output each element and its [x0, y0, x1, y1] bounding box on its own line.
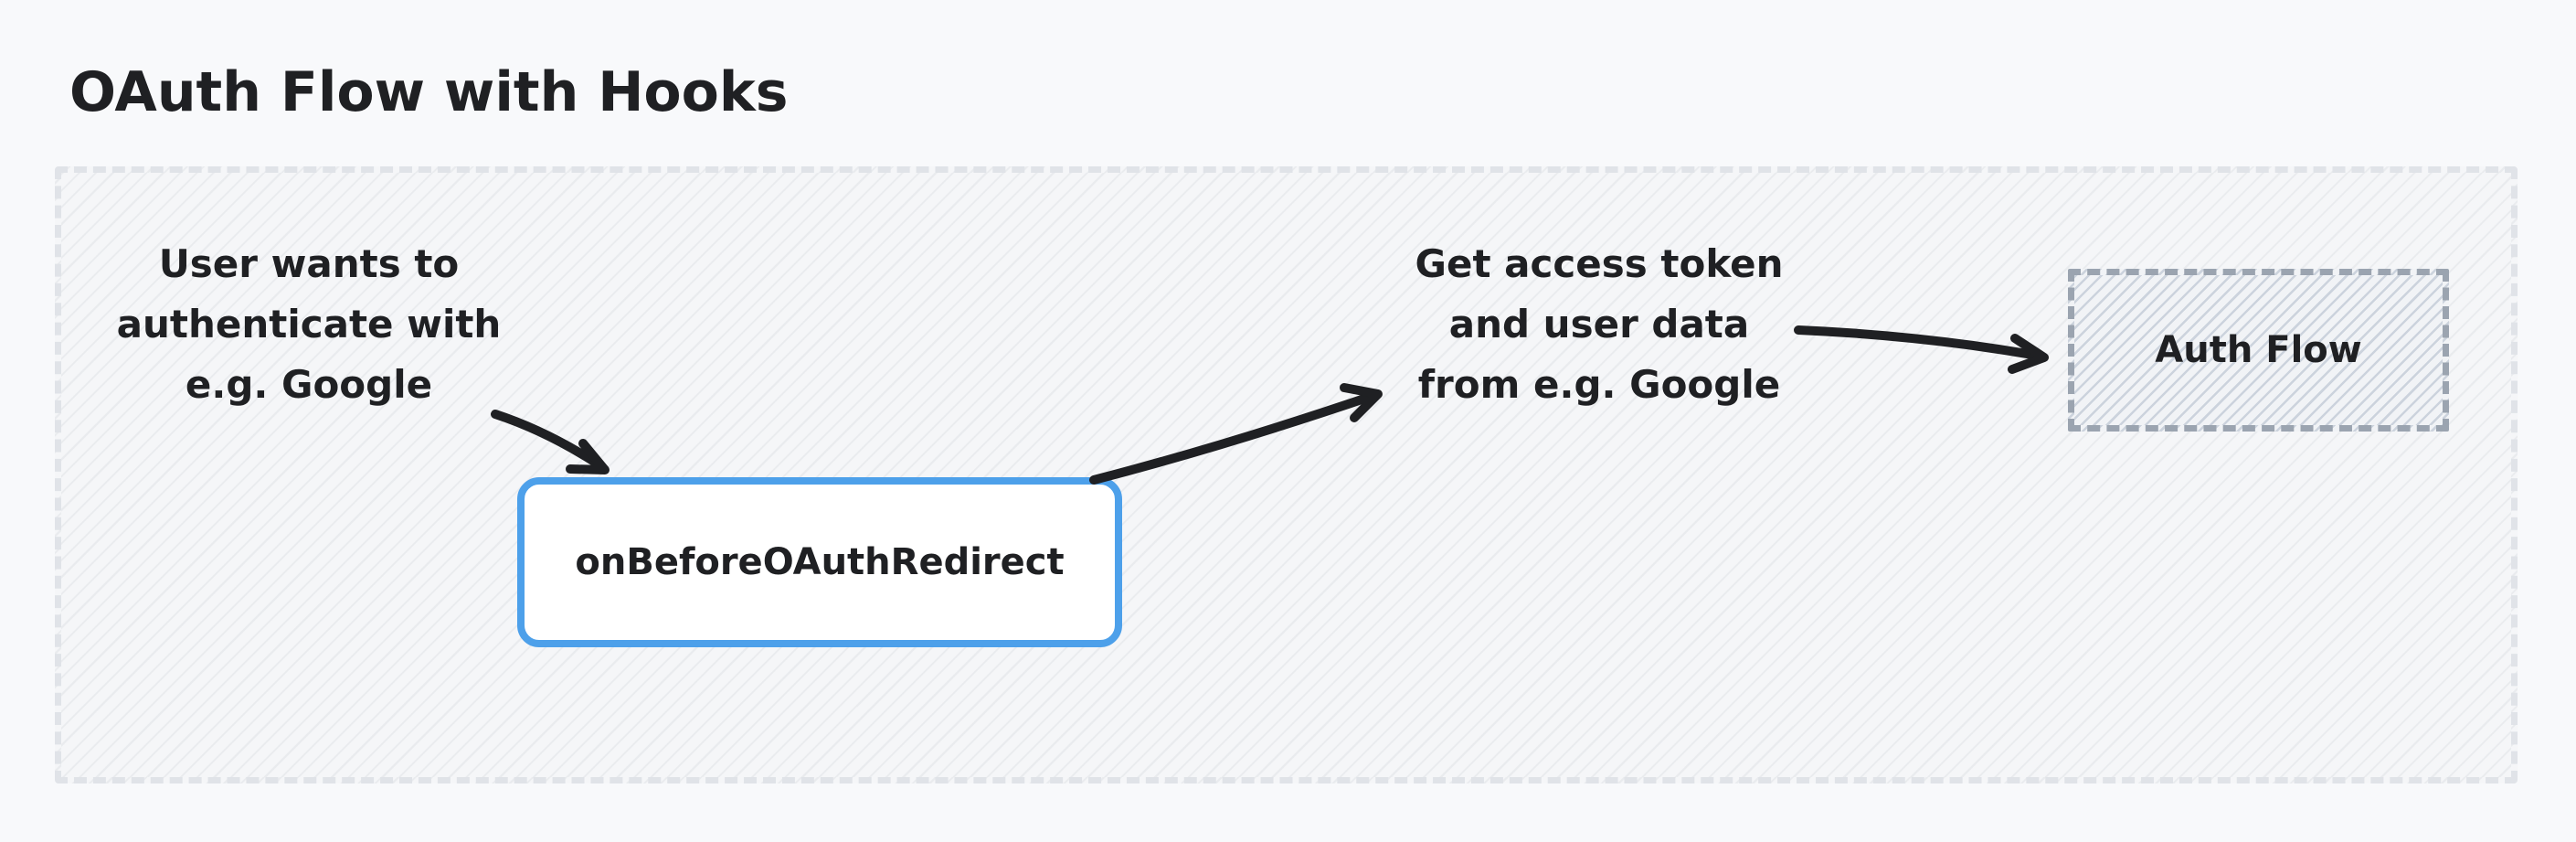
note-user-authenticate: User wants to authenticate with e.g. Goo… [35, 234, 583, 415]
note-line: and user data [1448, 302, 1750, 346]
node-label: Auth Flow [2155, 329, 2362, 371]
note-get-access-token: Get access token and user data from e.g.… [1325, 234, 1873, 415]
node-label: onBeforeOAuthRedirect [575, 541, 1065, 583]
note-line: e.g. Google [185, 362, 433, 407]
node-auth-flow: Auth Flow [2068, 269, 2449, 432]
diagram-title: OAuth Flow with Hooks [69, 60, 789, 124]
node-on-before-oauth-redirect: onBeforeOAuthRedirect [517, 477, 1122, 647]
note-line: Get access token [1415, 241, 1784, 286]
note-line: from e.g. Google [1417, 362, 1781, 407]
note-line: authenticate with [116, 302, 502, 346]
note-line: User wants to [158, 241, 460, 286]
